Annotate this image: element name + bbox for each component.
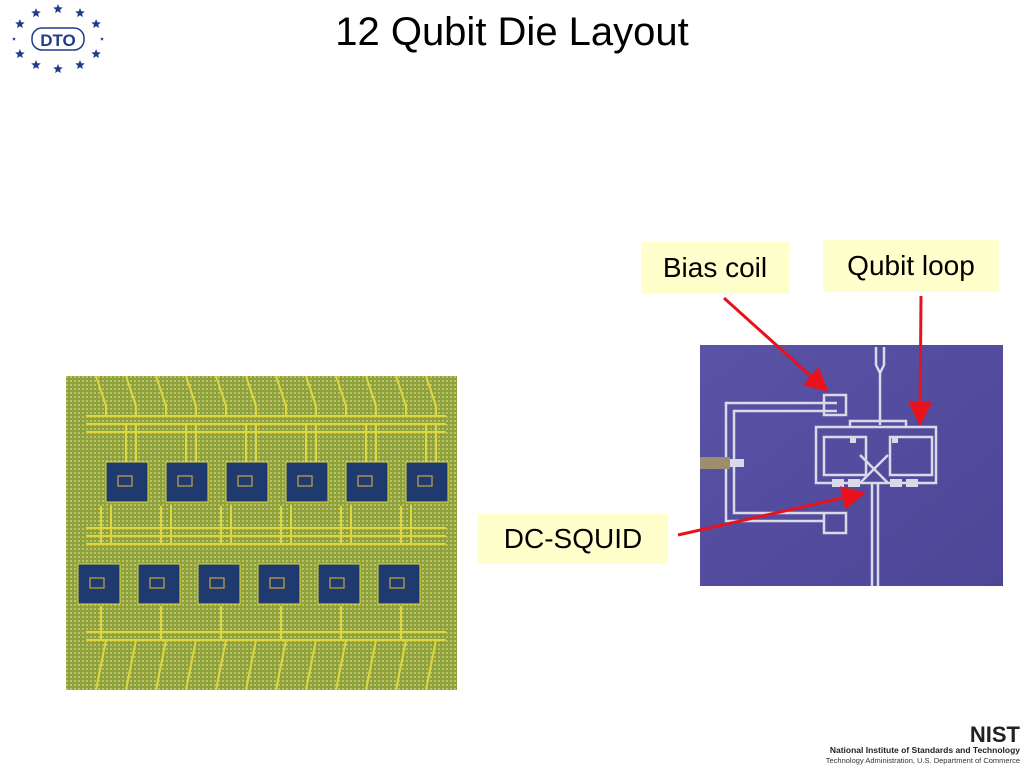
dto-logo: DTO: [12, 4, 104, 73]
qubit-loop-callout: Qubit loop: [823, 240, 999, 292]
dto-logo-text: DTO: [40, 31, 76, 50]
dto-logo-plate: [31, 27, 85, 51]
bias-coil-callout: Bias coil: [641, 242, 789, 294]
die-micrograph: [66, 376, 457, 690]
star-ring-icon: [12, 4, 104, 73]
nist-logo-text: NIST: [970, 722, 1021, 746]
nist-name: National Institute of Standards and Tech…: [829, 745, 1020, 755]
page-title: 12 Qubit Die Layout: [335, 10, 689, 54]
qubit-micrograph: [700, 345, 1003, 586]
dc-squid-callout: DC-SQUID: [478, 514, 668, 564]
nist-department: Technology Administration, U.S. Departme…: [825, 756, 1020, 765]
nist-logo: NIST: [970, 722, 1021, 746]
